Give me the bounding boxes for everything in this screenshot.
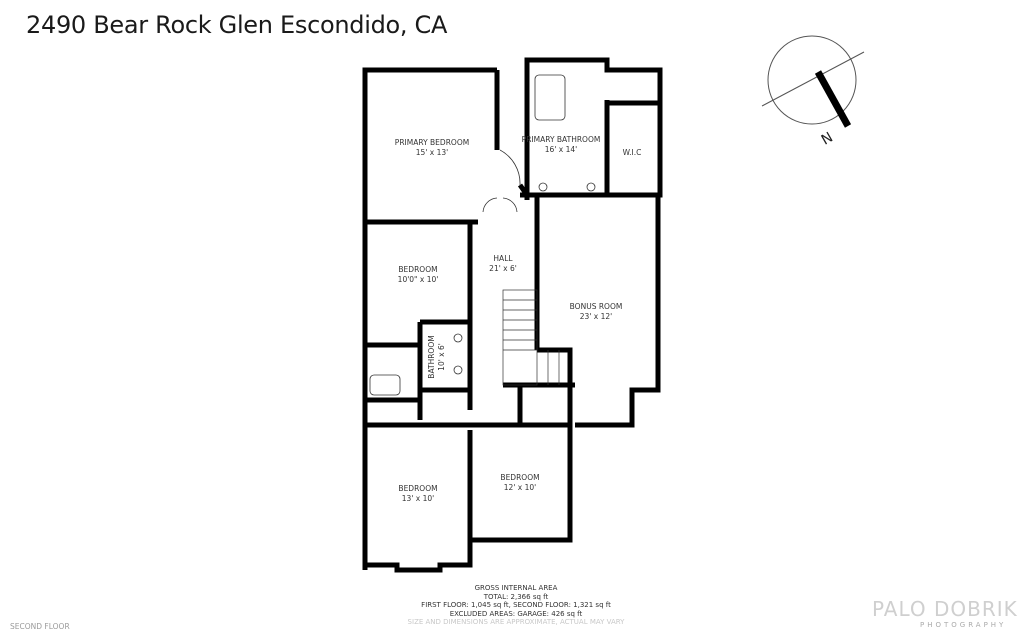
room-wic: W.I.C bbox=[622, 148, 642, 157]
area-disclaimer: SIZE AND DIMENSIONS ARE APPROXIMATE, ACT… bbox=[407, 618, 625, 627]
area-floors: FIRST FLOOR: 1,045 sq ft, SECOND FLOOR: … bbox=[421, 601, 611, 610]
area-summary: GROSS INTERNAL AREA TOTAL: 2,366 sq ft F… bbox=[408, 584, 625, 627]
floor-label: SECOND FLOOR bbox=[10, 622, 70, 631]
page-title: 2490 Bear Rock Glen Escondido, CA bbox=[26, 11, 448, 39]
logo-sub: PHOTOGRAPHY bbox=[920, 621, 1007, 629]
stairs bbox=[502, 289, 560, 386]
fixtures bbox=[369, 74, 596, 396]
compass-icon bbox=[761, 35, 865, 128]
area-heading: GROSS INTERNAL AREA bbox=[474, 584, 558, 592]
area-excluded: EXCLUDED AREAS: GARAGE: 426 sq ft bbox=[449, 609, 583, 618]
logo-main: PALO DOBRIK bbox=[872, 597, 1018, 621]
area-total: TOTAL: 2,366 sq ft bbox=[483, 592, 549, 601]
